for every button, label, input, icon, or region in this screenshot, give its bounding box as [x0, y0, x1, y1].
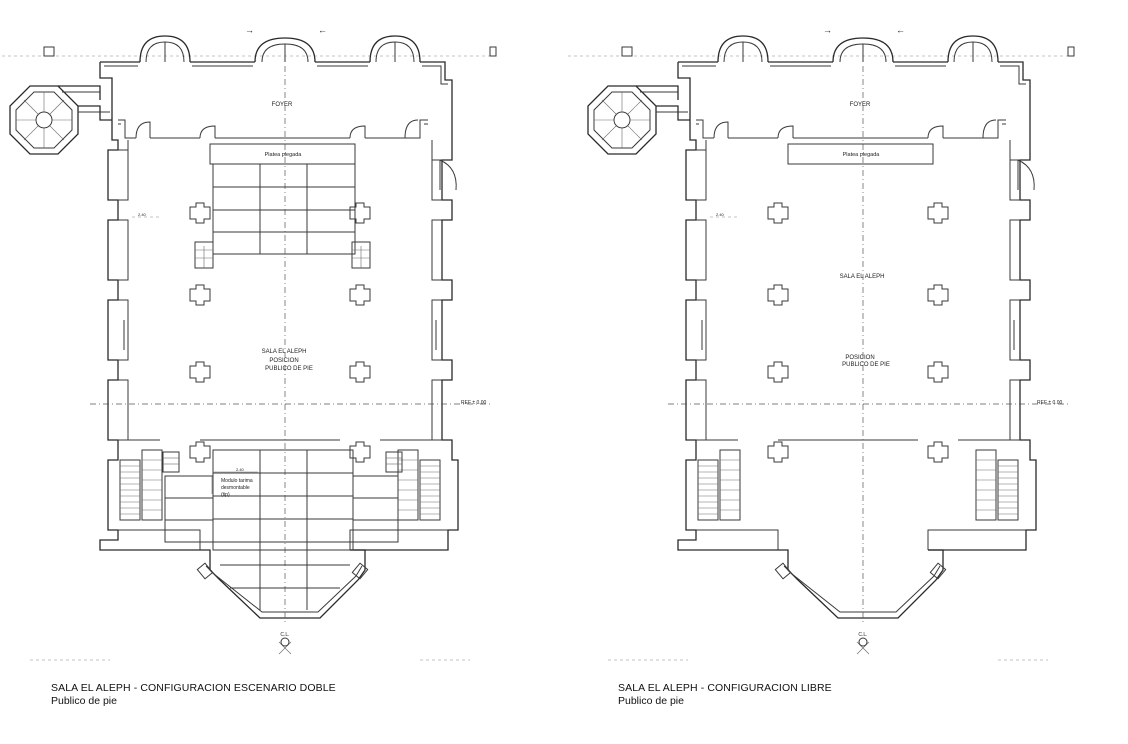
platea-plegada-band — [787, 143, 934, 165]
caption-escenario-doble: SALA EL ALEPH - CONFIGURACION ESCENARIO … — [51, 682, 336, 708]
caption-title: SALA EL ALEPH - CONFIGURACION ESCENARIO … — [51, 682, 336, 694]
platea-label: Platea plegada — [265, 152, 303, 158]
caption-libre: SALA EL ALEPH - CONFIGURACION LIBRE Publ… — [618, 682, 832, 708]
door-arrow-right: → — [823, 25, 832, 35]
foyer-label: FOYER — [850, 102, 871, 108]
ref-label: REF ± 0.00 — [1037, 400, 1062, 406]
modulo-label-3: (tip) — [221, 492, 230, 498]
door-arrow-left: ← — [896, 25, 905, 35]
ref-label: REF ± 0.00 — [461, 400, 486, 406]
cl-label: C.L. — [280, 632, 289, 638]
sala-label: SALA EL ALEPH — [840, 274, 885, 280]
floor-plan-libre: → ← FOYER Platea plegada SALA EL ALEPH P… — [568, 25, 1074, 660]
cl-label: C.L. — [858, 632, 867, 638]
module-dimension: 2.40 — [236, 467, 245, 472]
upper-stage-steps — [194, 241, 371, 269]
floor-plan-escenario-doble: → ← FOYER Platea plegada SALA EL ALEPH P… — [0, 25, 496, 660]
modulo-label-1: Modulo tarima — [221, 478, 253, 484]
lower-stage-grid — [162, 449, 403, 610]
door-arrow-right: → — [245, 25, 254, 35]
modulo-label-2: desmontable — [221, 485, 250, 491]
pillar-dimension: 2.40 — [716, 212, 725, 217]
foyer-label: FOYER — [272, 102, 293, 108]
sala-label: SALA EL ALEPH — [262, 349, 307, 355]
publico-label: PUBLICO DE PIE — [265, 366, 313, 372]
caption-subtitle: Publico de pie — [618, 695, 684, 707]
publico-label: PUBLICO DE PIE — [842, 362, 890, 368]
upper-stage-grid — [212, 163, 356, 255]
caption-title: SALA EL ALEPH - CONFIGURACION LIBRE — [618, 682, 832, 694]
door-arrow-left: ← — [318, 25, 327, 35]
platea-label: Platea plegada — [843, 152, 881, 158]
caption-subtitle: Publico de pie — [51, 695, 117, 707]
posicion-label: POSICION — [269, 358, 298, 364]
posicion-label: POSICION — [845, 355, 874, 361]
pillar-dimension: 2.40 — [138, 212, 147, 217]
